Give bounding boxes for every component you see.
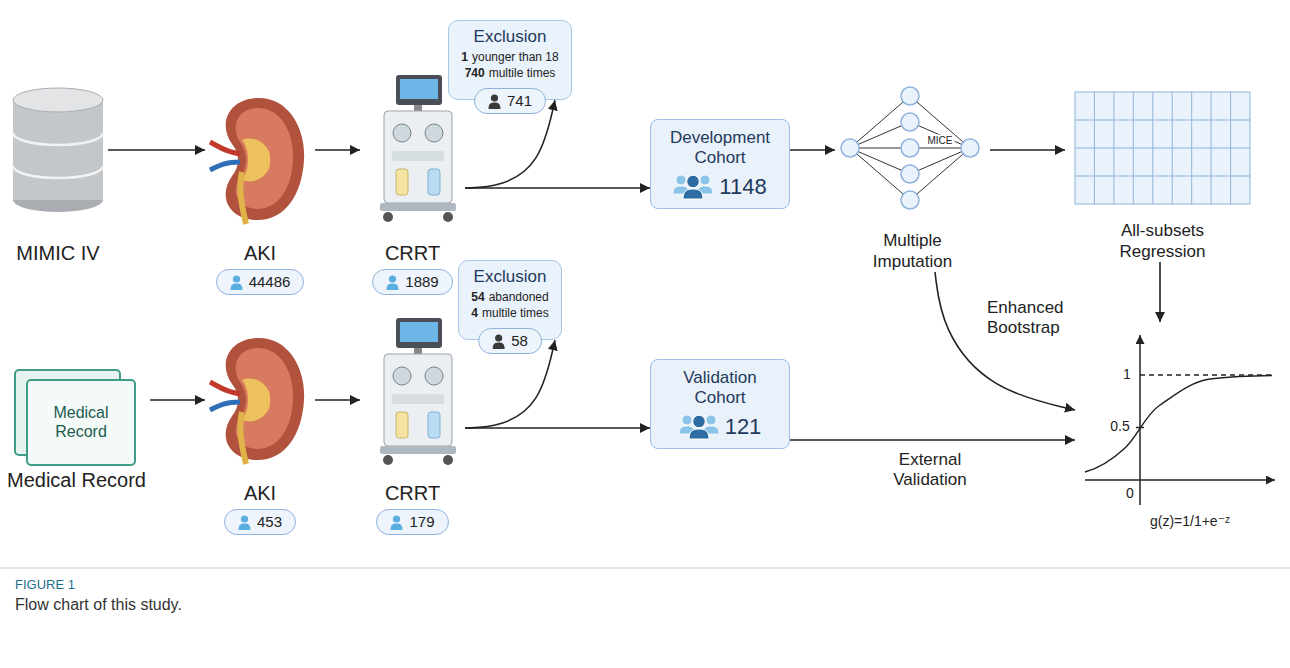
count-pill: 741 — [474, 88, 546, 114]
crrt-machine-icon — [380, 75, 456, 222]
box-heading: Development Cohort — [661, 128, 779, 169]
network-icon — [841, 87, 979, 209]
flow-arrow — [790, 439, 1075, 441]
axis-tick-label: 0 — [1126, 486, 1134, 501]
box-heading: Validation Cohort — [661, 368, 779, 409]
document-text: Medical Record — [38, 403, 124, 441]
database-icon — [13, 88, 103, 212]
count-number: 453 — [257, 513, 282, 531]
count-number: 741 — [507, 92, 532, 110]
count-pill: 453 — [224, 509, 296, 535]
exclusion-count: 54 — [471, 290, 484, 304]
icon-label: All-subsets Regression — [1103, 221, 1223, 262]
exclusion-row: 740 multile times — [461, 66, 558, 82]
flow-arrow — [150, 399, 205, 401]
count-number: 1889 — [405, 273, 438, 291]
group-icon — [673, 174, 713, 200]
icon-label: CRRT — [385, 242, 440, 265]
icon-label: AKI — [244, 482, 276, 505]
person-icon — [230, 275, 243, 290]
figure-caption: Flow chart of this study. — [15, 596, 182, 614]
axis-tick-label: 0.5 — [1110, 419, 1129, 434]
method-tag: MICE — [926, 135, 955, 146]
regression-node: All-subsets Regression — [1065, 85, 1260, 262]
exclusion-reason: multile times — [489, 66, 556, 80]
arrow-label: External Validation — [878, 450, 982, 491]
icon-node: CRRT 179 — [360, 315, 465, 535]
icon-label: Medical Record — [7, 469, 146, 492]
count-pill: 1889 — [372, 269, 452, 295]
kidney-icon — [210, 338, 304, 464]
count-pill: 179 — [376, 509, 448, 535]
axis-tick-label: 1 — [1123, 367, 1131, 382]
icon-label: Multiple Imputation — [860, 231, 965, 272]
exclusion-reason: multile times — [482, 306, 549, 320]
exclusion-row: 4 multile times — [471, 306, 548, 322]
figure-number: FIGURE 1 — [15, 577, 75, 592]
cohort-box: Development Cohort 1148 — [650, 119, 790, 210]
exclusion-reason: abandoned — [489, 290, 549, 304]
document-icon — [15, 370, 135, 465]
kidney-icon — [210, 98, 304, 224]
cohort-box: Validation Cohort 121 — [650, 359, 790, 450]
cohort-count: 1148 — [719, 175, 766, 199]
count-pill: 58 — [478, 328, 542, 354]
logistic-plot-node: 1 0.5 0 g(z)=1/1+e⁻ᶻ — [1075, 322, 1280, 540]
exclusion-box: Exclusion 1 younger than 18 740 multile time… — [448, 20, 571, 101]
icon-label: CRRT — [385, 482, 440, 505]
person-icon — [488, 94, 501, 109]
flow-arrow — [465, 427, 650, 429]
cohort-count: 121 — [725, 415, 762, 439]
exclusion-row: 54 abandoned — [471, 290, 548, 306]
icon-node: AKI 453 — [205, 330, 315, 535]
exclusion-count: 740 — [465, 66, 485, 80]
count-number: 179 — [409, 513, 434, 531]
person-icon — [390, 515, 403, 530]
formula: g(z)=1/1+e⁻ᶻ — [1150, 514, 1230, 529]
sigmoid-plot — [1085, 335, 1275, 505]
icon-node: MIMIC IV — [8, 85, 108, 265]
box-heading: Exclusion — [461, 27, 558, 47]
icon-label: MIMIC IV — [16, 242, 99, 265]
exclusion-reason: younger than 18 — [472, 50, 559, 64]
flow-arrow — [790, 149, 835, 151]
box-heading: Exclusion — [471, 267, 548, 287]
crrt-machine-icon — [380, 318, 456, 465]
arrow-label: Enhanced Bootstrap — [985, 298, 1079, 339]
icon-label: AKI — [244, 242, 276, 265]
exclusion-row: 1 younger than 18 — [461, 50, 558, 66]
flow-arrow — [935, 272, 1075, 410]
count-number: 44486 — [249, 273, 291, 291]
flow-arrow — [315, 149, 360, 151]
count-number: 58 — [511, 332, 528, 350]
flow-arrow — [1159, 262, 1161, 322]
flow-arrow — [465, 187, 650, 189]
person-icon — [238, 515, 251, 530]
count-pill: 44486 — [216, 269, 305, 295]
person-icon — [386, 275, 399, 290]
person-icon — [492, 334, 505, 349]
flow-arrow — [990, 149, 1065, 151]
icon-node: AKI 44486 — [205, 90, 315, 295]
cohort-count-row: 1148 — [661, 174, 779, 200]
table-grid-icon — [1075, 92, 1250, 204]
caption-rule — [0, 568, 1290, 569]
group-icon — [679, 414, 719, 440]
record-node: Medical RecordMedical Record — [3, 360, 150, 492]
flow-arrow — [315, 399, 360, 401]
exclusion-count: 1 — [461, 50, 468, 64]
flow-arrow — [108, 149, 205, 151]
cohort-count-row: 121 — [661, 414, 779, 440]
imputation-node: MICE Multiple Imputation — [835, 80, 990, 272]
icon-node: CRRT 1889 — [360, 70, 465, 295]
exclusion-count: 4 — [471, 306, 478, 320]
exclusion-box: Exclusion54abandoned4multile times58 — [458, 260, 561, 341]
